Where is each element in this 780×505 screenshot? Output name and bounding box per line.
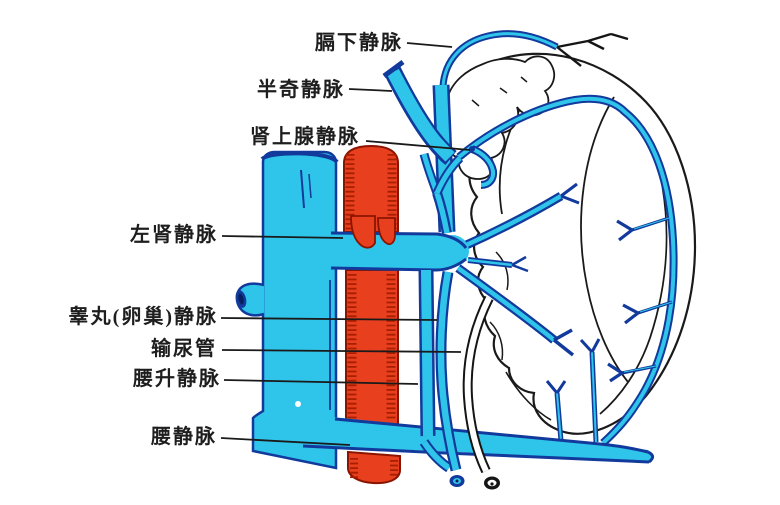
aorta-lower-segment [347, 450, 401, 485]
hilum-branch-upper-forks [560, 182, 580, 205]
testicular-vein-open-end-dot [455, 479, 459, 483]
kidney [468, 52, 697, 435]
ureter-open-end-dot [490, 482, 494, 486]
lateral-vein-core [457, 96, 676, 445]
inferior-phrenic-vein-vessel [439, 30, 629, 87]
label-ureter: 输尿管 [151, 338, 217, 360]
label-suprarenal-vein: 肾上腺静脉 [250, 126, 360, 148]
renal-vein-bottom-edge [330, 257, 467, 272]
adrenal-gland-marks [471, 76, 528, 107]
hilum-branch-upper-core [461, 194, 563, 250]
label-inferior-phrenic-vein: 膈下静脉 [315, 32, 403, 54]
pointer-lumbar-vein [220, 437, 351, 446]
ivc-stub-opening-inner [238, 293, 244, 305]
kidney-drop-vein-1-fork [545, 380, 567, 394]
ureter-core [464, 296, 492, 473]
phrenic-vein-core [441, 32, 558, 87]
ivc-highlight-dot-1 [295, 401, 301, 407]
ureter-vessel [462, 295, 500, 490]
adrenal-vein-core [471, 147, 496, 187]
kidney-lateral-vein [456, 94, 678, 446]
renal-vein-top-edge [330, 231, 468, 249]
lumbar-band-right-tip [647, 450, 655, 464]
pointer-lines [220, 42, 471, 446]
kidney-drop-vein-2-fork [579, 338, 601, 354]
label-ascending-lumbar-vein: 腰升静脉 [133, 368, 221, 390]
label-testicular-ovarian-vein: 睾丸(卵巢)静脉 [68, 306, 218, 328]
pointer-suprarenal-vein [365, 140, 471, 151]
hemiazygos-cut-end [382, 59, 405, 79]
pointer-left-renal-vein [221, 235, 344, 239]
kidney-inner-line-2 [580, 96, 629, 383]
kidney-hilum-line-2 [489, 321, 504, 361]
aorta [343, 144, 401, 485]
pointer-hemiazygos-vein [348, 88, 393, 92]
aorta-upper-segment [343, 144, 399, 233]
renal-hilum-branches [455, 182, 580, 357]
sma-stub-lobe-2 [377, 217, 396, 246]
sma-stub-lobe-1 [350, 215, 376, 249]
testicular-ovarian-vein-vessel [435, 271, 465, 487]
lumbar-band-bottom-edge [302, 444, 650, 464]
hemiazygos-core [387, 68, 455, 162]
pointer-ureter [221, 349, 462, 353]
ivc-streak-2 [308, 173, 312, 199]
ascending-lumbar-vein-vessel [418, 269, 452, 473]
testicular-vein-core [437, 271, 460, 471]
hilum-branch-middle-forks [511, 255, 529, 273]
ivc-streak-1 [300, 169, 305, 209]
pointer-ascending-lumbar-vein [223, 379, 419, 385]
hilum-branch-lower-core [456, 266, 556, 342]
lateral-vein-twig-cores [623, 217, 673, 373]
ascending-lumbar-below-band-core [421, 440, 451, 471]
ascending-lumbar-core [421, 269, 433, 437]
lumbar-band-top-edge [334, 417, 649, 454]
inferior-vena-cava [235, 150, 339, 470]
kidney-drop-vein-1-core [556, 392, 562, 442]
hilum-branch-middle-core [467, 258, 513, 267]
ivc-body [251, 150, 338, 470]
suprarenal-vein-vessel [469, 145, 498, 189]
pointer-inferior-phrenic-vein [406, 42, 453, 48]
pointer-testicular-ovarian-vein [220, 317, 438, 321]
label-left-renal-vein: 左肾静脉 [130, 224, 218, 246]
junction-up-right-arm-core [434, 156, 462, 195]
mesenteric-artery-stub [350, 215, 396, 249]
hilum-branch-lower-forks [552, 328, 575, 357]
kidney-hilum-line-1 [495, 251, 509, 291]
junction-up-trunk-core [434, 192, 450, 234]
phrenic-vein-fork-twigs [556, 32, 629, 67]
kidney-drop-vein-2-core [591, 351, 597, 443]
adrenal-vein-tip [469, 146, 475, 152]
label-hemiazygos-vein: 半奇静脉 [257, 79, 345, 101]
ivc-top-cut-edge [260, 151, 339, 164]
kidney-inner-line-4 [505, 371, 552, 421]
label-lumbar-vein: 腰静脉 [151, 426, 217, 448]
